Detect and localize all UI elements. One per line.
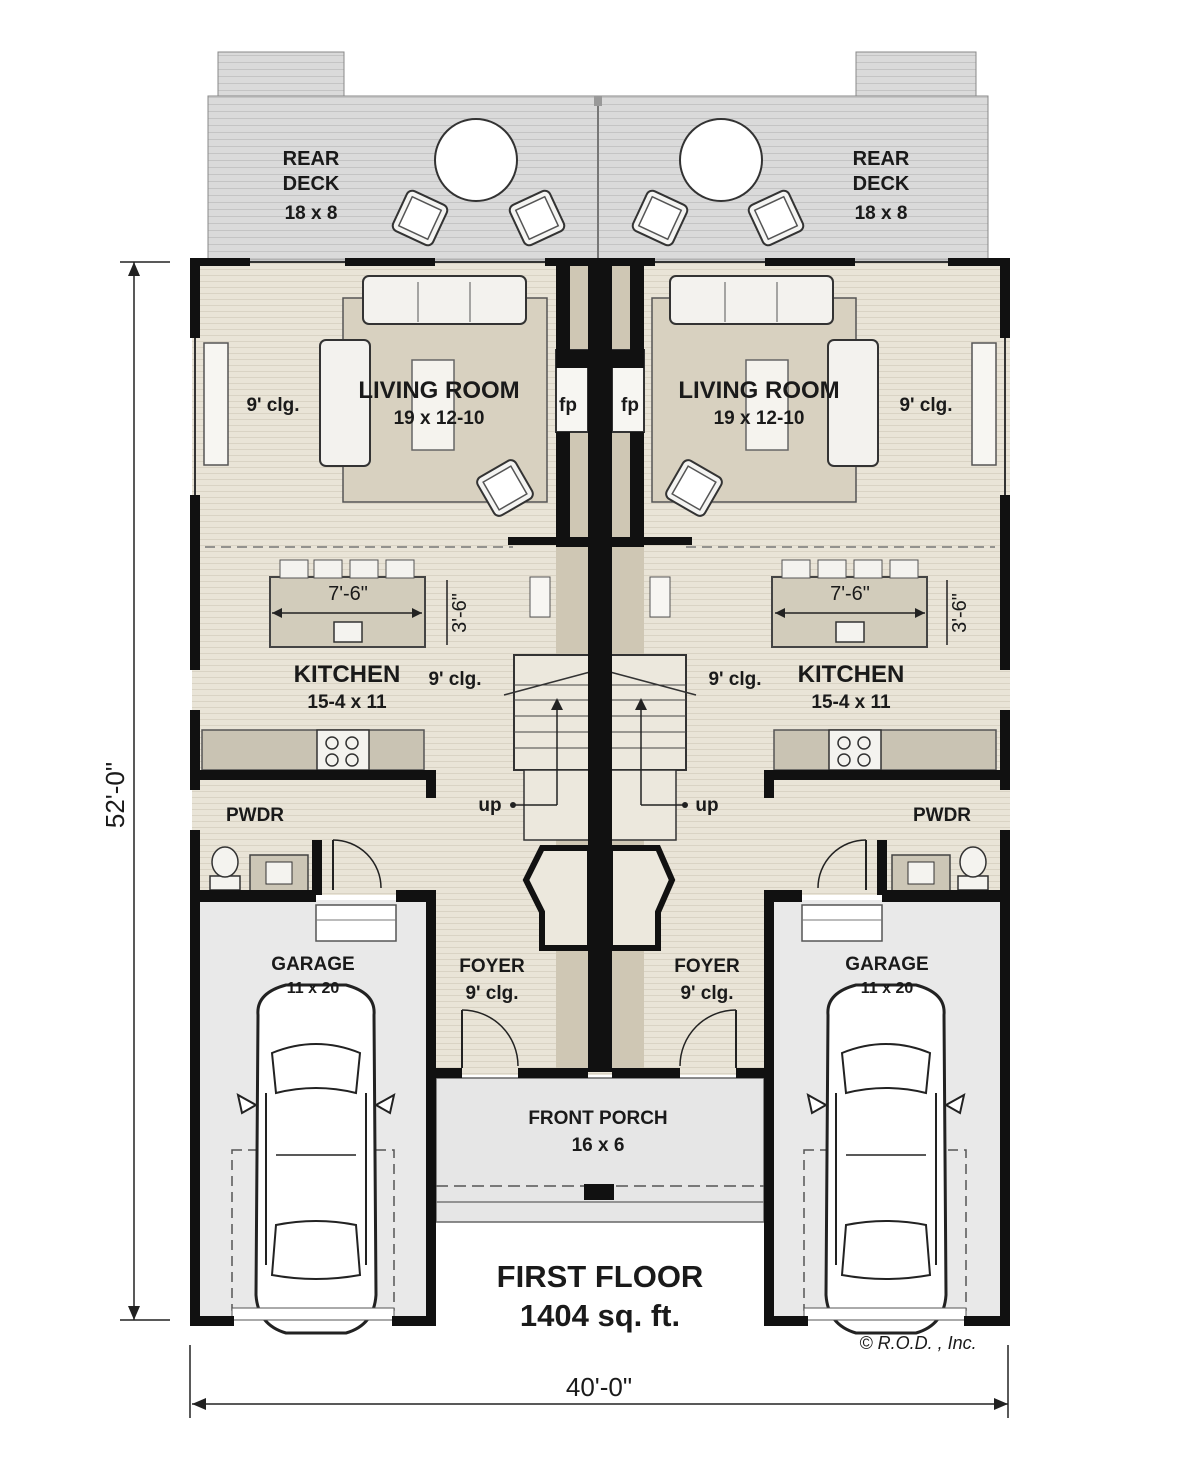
kitchen-left [201,546,551,771]
fireplace-left-label: fp [559,395,577,416]
island-width-right: 7'-6" [830,583,870,605]
powder-room-left-label: PWDR [226,805,284,826]
dimension-lines [120,261,1009,1418]
foyer-left-ceiling: 9' clg. [465,983,518,1004]
kitchen-right [649,546,997,771]
living-room-right-size: 19 x 12-10 [714,408,805,429]
living-room-left-size: 19 x 12-10 [394,408,485,429]
garage-left-label: GARAGE [271,954,354,975]
floor-area: 1404 sq. ft. [520,1298,680,1333]
rear-deck-left-size: 18 x 8 [285,203,338,224]
rear-windows [194,261,1006,495]
kitchen-right-size: 15-4 x 11 [811,692,891,713]
rear-deck-area [207,51,989,261]
copyright-text: © R.O.D. , Inc. [859,1333,976,1353]
living-room-left [203,275,589,520]
rear-deck-right-size: 18 x 8 [855,203,908,224]
deck-table-right [679,118,763,202]
stairs-left-up-label: up [478,795,501,816]
island-depth-right: 3'-6" [949,593,971,633]
garage-left-size: 11 x 20 [287,980,340,997]
walls [190,258,1010,1326]
deck-table-left [434,118,518,202]
overall-width-dimension: 40'-0" [566,1372,632,1402]
living-room-right [611,275,997,520]
foyer-left-label: FOYER [459,956,525,977]
island-width-left: 7'-6" [328,583,368,605]
living-room-left-label: LIVING ROOM [358,377,519,404]
rear-deck-left-label-2: DECK [283,173,340,195]
stairs-right-up-label: up [695,795,718,816]
front-porch-size: 16 x 6 [572,1135,625,1156]
powder-room-left [209,839,382,892]
kitchen-right-label: KITCHEN [798,661,905,688]
garage-right-label: GARAGE [845,954,928,975]
foyer-right-ceiling: 9' clg. [680,983,733,1004]
front-porch-area [435,1077,765,1223]
garage-right-size: 11 x 20 [861,980,914,997]
rear-deck-right-label-1: REAR [853,148,910,170]
garage-right [770,900,1006,1335]
living-room-right-ceiling: 9' clg. [899,395,952,416]
overall-depth-dimension: 52'-0" [100,762,130,828]
front-porch-label: FRONT PORCH [528,1108,667,1129]
foyer-closets [461,845,737,1068]
rear-deck-left-label-1: REAR [283,148,340,170]
floor-title: FIRST FLOOR [497,1259,704,1294]
kitchen-left-ceiling: 9' clg. [428,669,481,690]
kitchen-right-ceiling: 9' clg. [708,669,761,690]
fireplace-right-label: fp [621,395,639,416]
garage-left [198,900,430,1335]
foyer-right-label: FOYER [674,956,740,977]
living-room-left-ceiling: 9' clg. [246,395,299,416]
living-room-right-label: LIVING ROOM [678,377,839,404]
rear-deck-right-label-2: DECK [853,173,910,195]
island-depth-left: 3'-6" [449,593,471,633]
kitchen-left-label: KITCHEN [294,661,401,688]
powder-room-right-label: PWDR [913,805,971,826]
powder-room-right [817,839,989,892]
kitchen-left-size: 15-4 x 11 [307,692,387,713]
